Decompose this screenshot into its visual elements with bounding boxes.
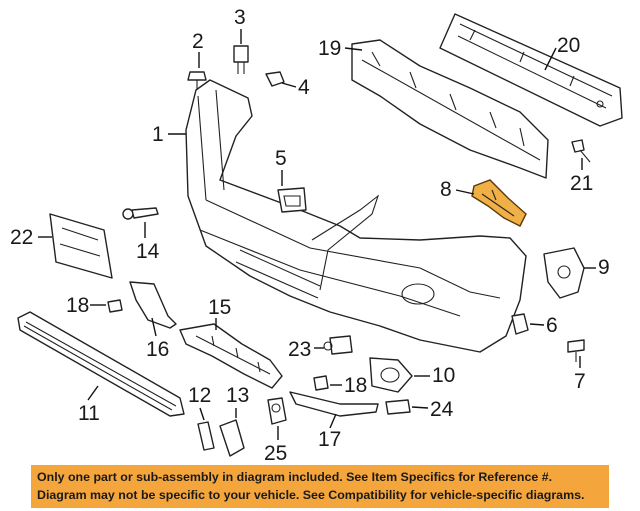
leader-8 [455,189,475,195]
callout-14: 14 [136,240,160,263]
part-13-bracket [219,419,245,457]
callout-15: 15 [208,296,231,319]
part-6-bracket [511,313,529,335]
part-18-clip-right [313,375,329,391]
leader-4 [281,82,297,88]
part-11-lower-grille [17,311,185,417]
part-16-bracket [129,281,177,329]
callout-6: 6 [546,314,558,337]
part-8-bracket-highlighted [471,179,527,227]
callout-12: 12 [188,384,211,407]
callout-24: 24 [430,398,454,421]
callout-21: 21 [570,172,593,195]
notice-banner: Only one part or sub-assembly in diagram… [31,465,609,508]
callout-5: 5 [275,147,287,170]
callout-11: 11 [78,402,100,425]
part-9-bracket [543,247,585,299]
leader-16 [151,317,157,337]
part-2-clip [187,71,207,90]
callout-13: 13 [226,384,249,407]
part-25-sensor-bracket [267,397,287,425]
part-18-clip-left [107,299,123,313]
part-24-cover [385,399,411,415]
notice-line-2: Diagram may not be specific to your vehi… [37,488,585,502]
callout-3: 3 [234,6,246,29]
callout-1: 1 [152,123,164,146]
part-17-trim-strip [289,391,379,417]
callout-10: 10 [432,364,455,387]
leader-19 [344,47,363,51]
leader-6 [529,323,545,326]
callout-9: 9 [598,256,610,279]
callout-20: 20 [557,34,580,57]
part-22-license-bracket [49,213,113,279]
leader-17 [329,413,337,429]
part-19-absorber [351,39,549,179]
callout-8: 8 [440,178,452,201]
part-5-retainer [277,187,307,213]
part-3-fastener [233,45,249,74]
part-10-fog-bezel [369,357,413,393]
callout-4: 4 [298,76,310,99]
parts-diagram: 20 19 21 1 2 3 4 [10,6,623,465]
part-23-sensor [323,335,353,355]
callout-16: 16 [146,338,169,361]
leader-12 [199,407,205,421]
callout-19: 19 [318,37,341,60]
part-14-sensor [122,207,159,220]
leader-20 [544,47,557,71]
callout-25: 25 [264,442,287,465]
callout-7: 7 [574,370,586,393]
callout-18-left: 18 [66,294,89,317]
callout-22: 22 [10,226,33,249]
part-1-bumper-cover [185,79,527,353]
leader-11 [87,385,99,401]
part-7-bolt [567,339,585,362]
notice-line-1: Only one part or sub-assembly in diagram… [37,470,553,484]
leader-24 [411,406,429,409]
callout-2: 2 [192,30,204,53]
part-21-bolt [571,139,591,163]
callout-23: 23 [288,338,311,361]
part-12-cap [197,421,215,451]
part-15-grille-trim [179,323,283,389]
part-20-reinforcement [439,13,623,127]
callout-18-right: 18 [344,374,367,397]
part-4-bracket [265,71,285,87]
callout-17: 17 [318,428,341,451]
